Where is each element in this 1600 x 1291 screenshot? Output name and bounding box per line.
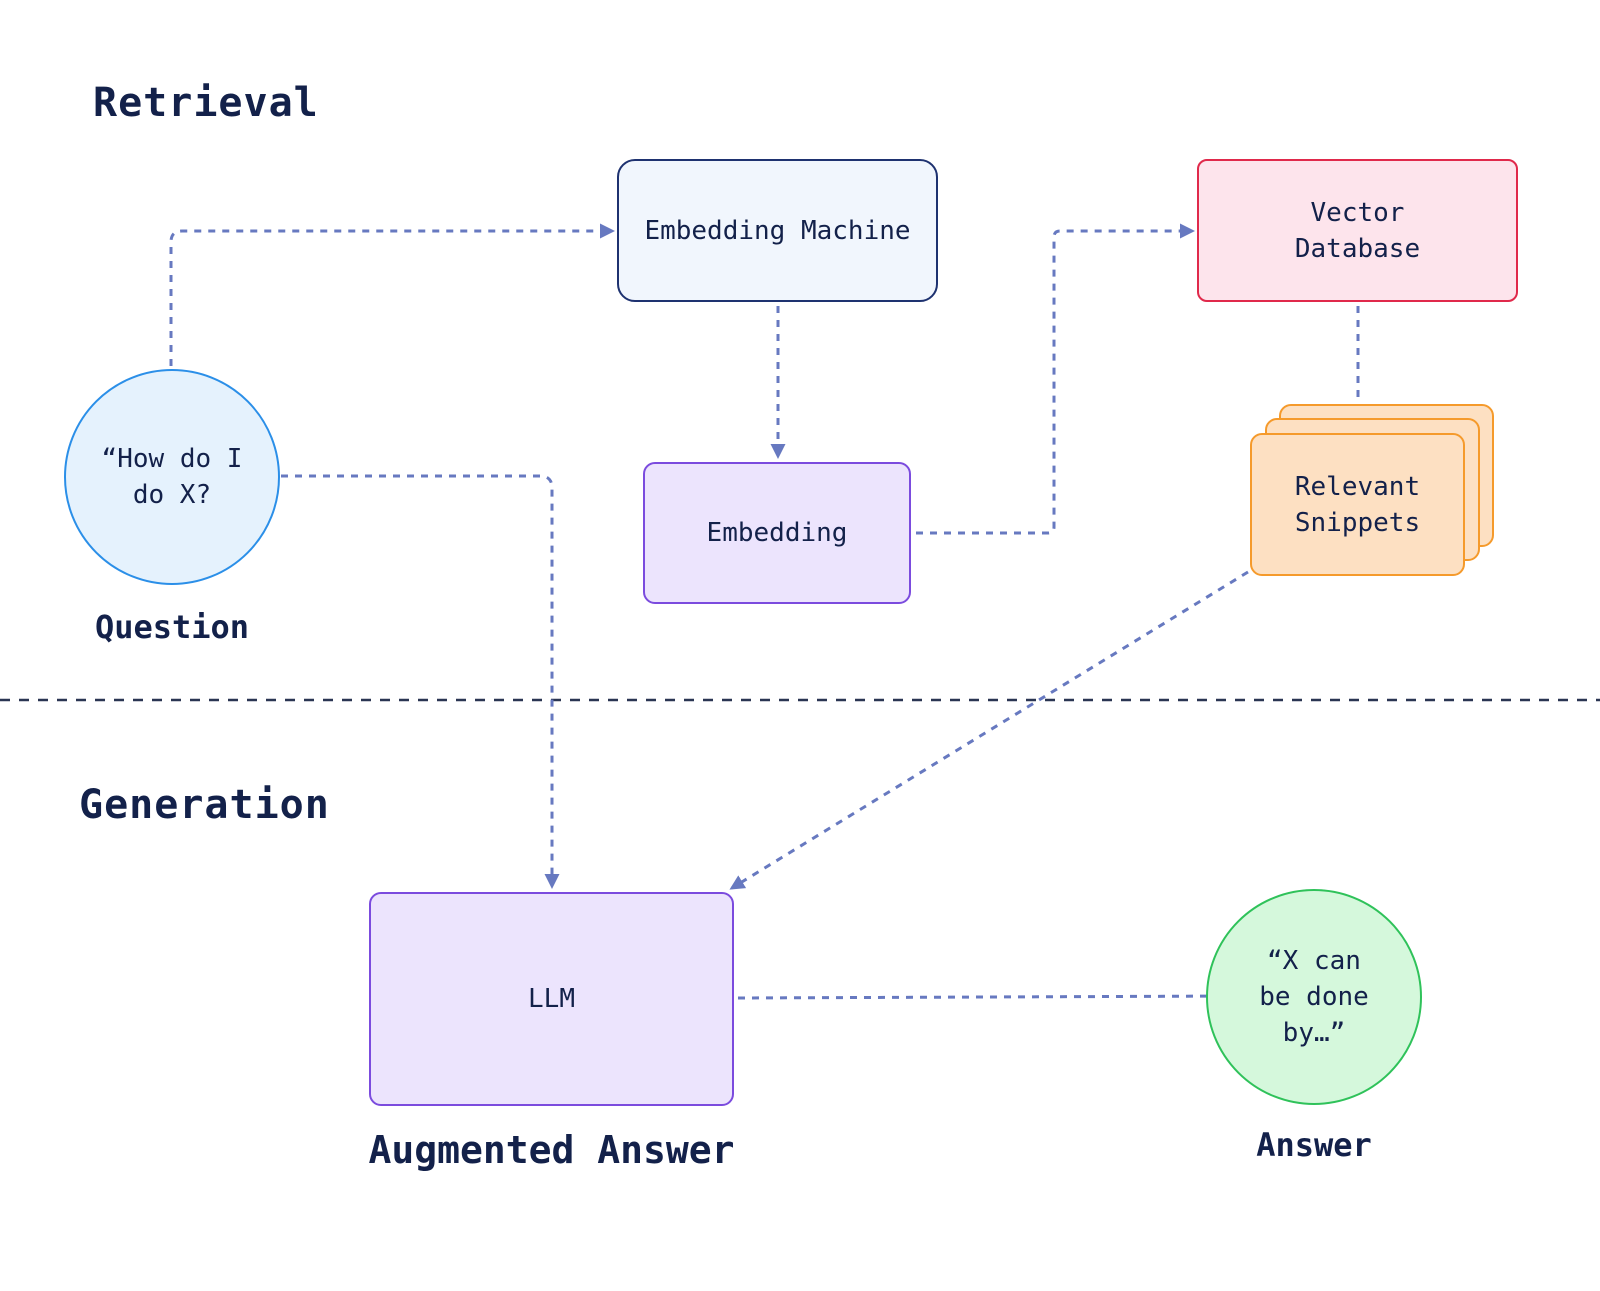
question-circle: “How do I do X? — [64, 369, 280, 585]
arrow-question-to-embedding-machine — [169, 223, 615, 366]
embedding-box: Embedding — [643, 462, 911, 604]
answer-caption: Answer — [1256, 1126, 1372, 1164]
section-title-generation: Generation — [79, 782, 330, 828]
relevant-snippets-box: Relevant Snippets — [1250, 433, 1465, 576]
arrow-embedding-to-vector-database — [916, 223, 1195, 535]
augmented-answer-caption: Augmented Answer — [368, 1128, 735, 1172]
arrow-llm-to-answer — [737, 988, 1241, 1004]
answer-circle: “X can be done by…” — [1206, 889, 1422, 1105]
embedding-machine-box: Embedding Machine — [617, 159, 938, 302]
llm-box: LLM — [369, 892, 734, 1106]
section-title-retrieval: Retrieval — [93, 80, 319, 126]
question-caption: Question — [94, 608, 250, 646]
vector-database-box: Vector Database — [1197, 159, 1518, 302]
arrow-snippets-to-llm — [729, 570, 1249, 890]
